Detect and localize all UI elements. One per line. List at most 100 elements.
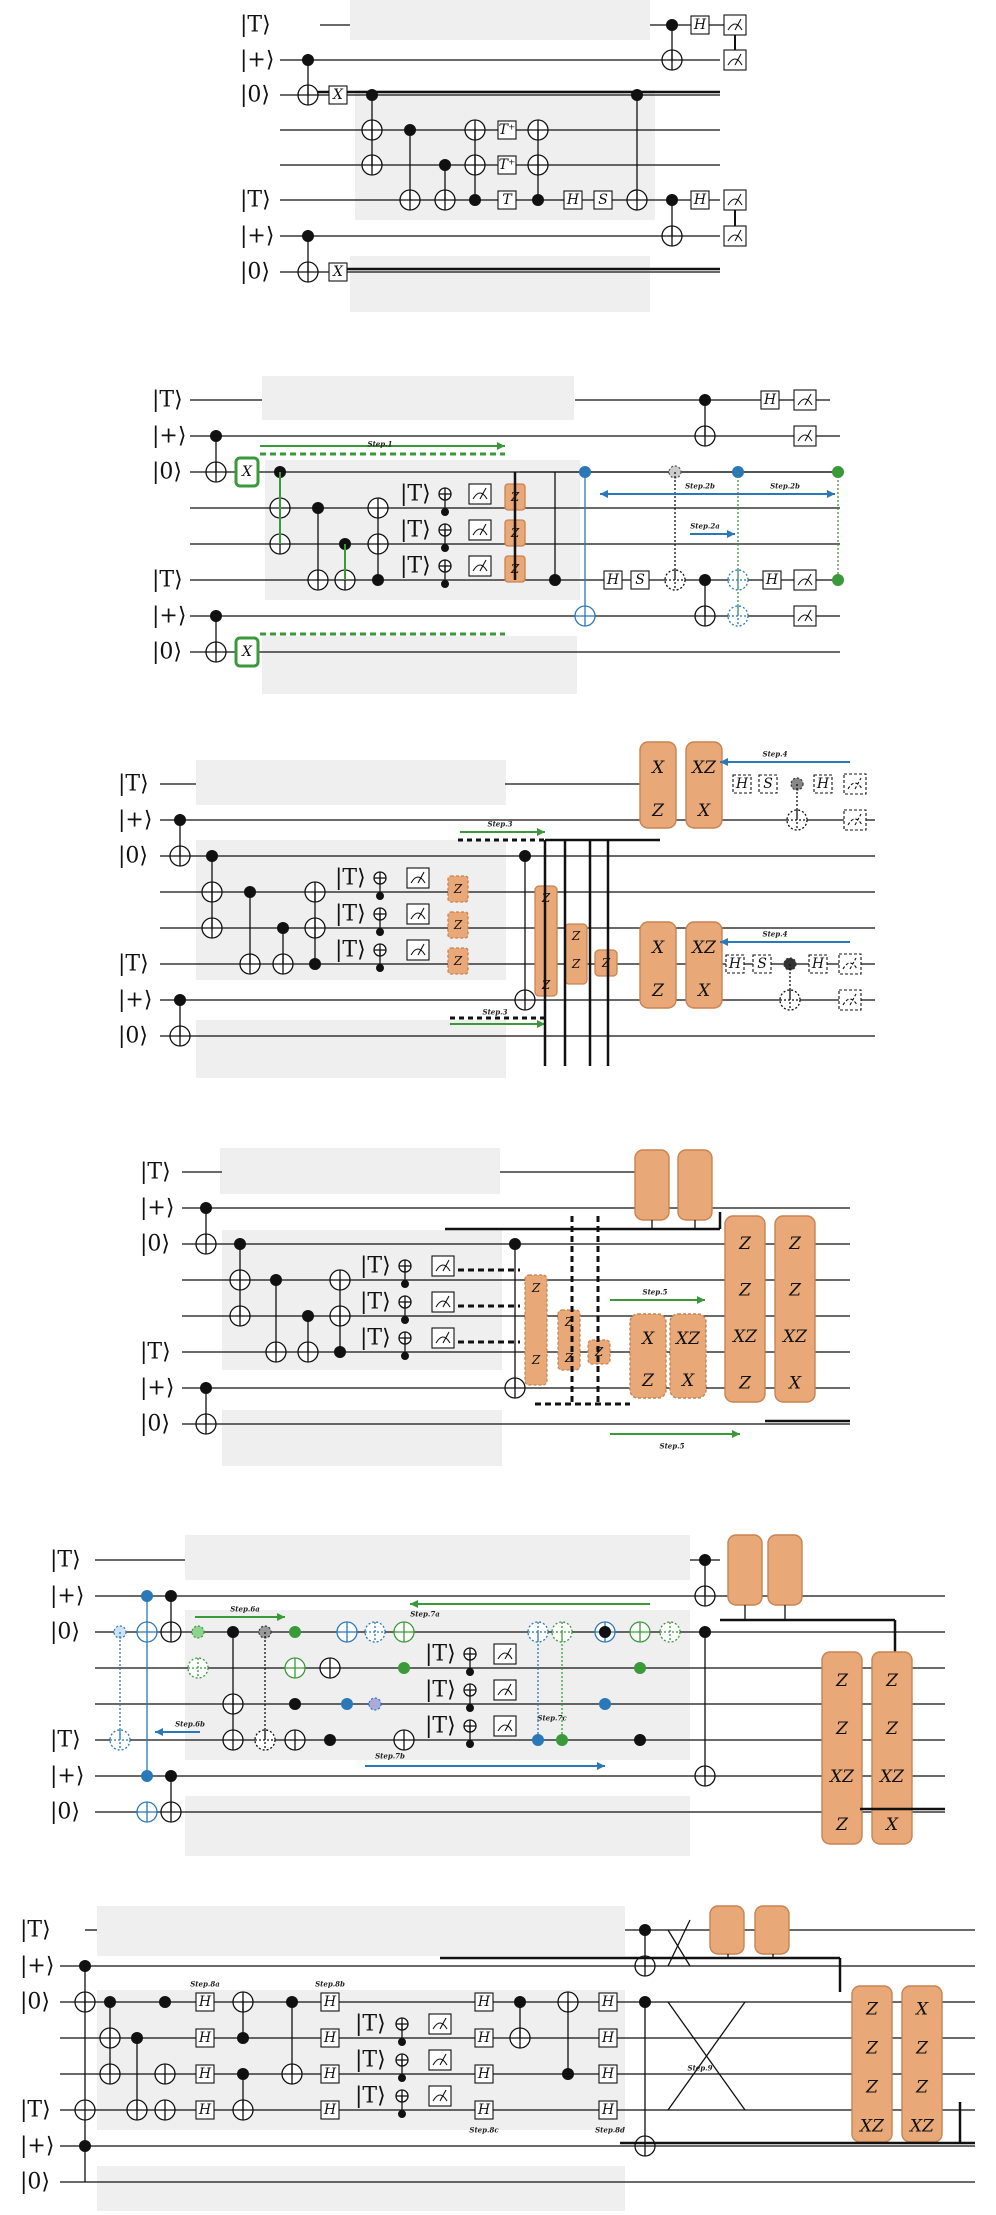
gate-box bbox=[320, 2064, 340, 2084]
measure-icon bbox=[472, 528, 488, 536]
measure-needle bbox=[854, 777, 862, 790]
gate-label: T⁺ bbox=[499, 122, 516, 138]
arrow-head bbox=[720, 938, 728, 946]
pauli-label: Z bbox=[835, 1719, 849, 1739]
gate-box bbox=[813, 774, 833, 794]
ket-label: |T⟩ bbox=[400, 554, 431, 579]
pauli-label: Z bbox=[835, 1671, 849, 1691]
control-dot bbox=[532, 1734, 544, 1746]
control-dot bbox=[401, 1352, 409, 1360]
measure-needle bbox=[442, 1295, 450, 1308]
gate-label: H bbox=[601, 2102, 615, 2118]
measure-needle bbox=[849, 993, 857, 1006]
shaded-region bbox=[262, 636, 577, 694]
ket-label: |T⟩ bbox=[360, 1254, 391, 1279]
gate-label: H bbox=[198, 1994, 212, 2010]
pauli-label: Z bbox=[601, 956, 611, 970]
measure-icon bbox=[435, 1336, 451, 1344]
step-label: Step.2a bbox=[690, 522, 720, 531]
ket-label: |0⟩ bbox=[140, 1412, 170, 1437]
pauli-label: Z bbox=[641, 1371, 655, 1391]
control-dot bbox=[398, 2074, 406, 2082]
shaded-region bbox=[262, 376, 574, 420]
shaded-region bbox=[222, 1410, 502, 1466]
measure-icon bbox=[847, 818, 863, 826]
measure-needle bbox=[804, 429, 812, 442]
ket-label: |T⟩ bbox=[400, 482, 431, 507]
pauli-label: XZ bbox=[674, 1329, 701, 1349]
measure-needle bbox=[417, 943, 425, 956]
control-dot bbox=[441, 580, 449, 588]
ket-label: |+⟩ bbox=[140, 1196, 174, 1221]
pauli-frame-box bbox=[774, 1215, 816, 1403]
gate-label: H bbox=[811, 956, 825, 972]
control-dot bbox=[832, 574, 844, 586]
arrow-head bbox=[732, 1430, 740, 1438]
gate-label: H bbox=[323, 2030, 337, 2046]
ket-label: |T⟩ bbox=[335, 938, 366, 963]
pauli-label: Z bbox=[885, 1719, 899, 1739]
gate-label: H bbox=[477, 2030, 491, 2046]
measure-needle bbox=[442, 1259, 450, 1272]
pauli-label: Z bbox=[788, 1280, 802, 1300]
step-label: Step.3 bbox=[488, 820, 513, 829]
gate-box bbox=[328, 85, 348, 105]
measure-icon bbox=[727, 58, 743, 66]
ket-label: |0⟩ bbox=[50, 1800, 80, 1825]
arrow-head bbox=[720, 758, 728, 766]
measure-icon bbox=[410, 948, 426, 956]
measure-icon bbox=[410, 912, 426, 920]
pauli-label: Z bbox=[738, 1280, 752, 1300]
control-dot bbox=[401, 1280, 409, 1288]
gate-box bbox=[474, 2028, 494, 2048]
pauli-label: Z bbox=[453, 882, 463, 896]
pauli-frame-box bbox=[677, 1149, 713, 1221]
ket-label: |T⟩ bbox=[355, 2012, 386, 2037]
pauli-frame-box bbox=[727, 1534, 763, 1606]
step-label: Step.7b bbox=[375, 1752, 405, 1761]
gate-label: H bbox=[198, 2066, 212, 2082]
pauli-frame-box bbox=[821, 1651, 863, 1845]
step-label: Step.7c bbox=[537, 1714, 567, 1723]
measure-box bbox=[428, 2013, 452, 2035]
pauli-frame-box bbox=[685, 921, 723, 1009]
pauli-frame-box bbox=[639, 741, 677, 829]
pauli-frame-box bbox=[709, 1905, 745, 1955]
measure-icon bbox=[797, 614, 813, 622]
gate-label: X bbox=[332, 264, 344, 280]
pauli-label: Z bbox=[865, 1999, 879, 2019]
step-label: Step.8b bbox=[315, 1980, 345, 1989]
gate-box bbox=[320, 2100, 340, 2120]
gate-box bbox=[474, 2064, 494, 2084]
ket-label: |T⟩ bbox=[335, 902, 366, 927]
gate-label: H bbox=[198, 2030, 212, 2046]
shaded-region bbox=[185, 1535, 690, 1580]
arrow-head bbox=[537, 828, 545, 836]
measure-icon bbox=[797, 398, 813, 406]
step-label: Step.4 bbox=[763, 930, 788, 939]
arrow-head bbox=[155, 1728, 163, 1736]
shaded-region bbox=[97, 2166, 625, 2212]
gate-box bbox=[808, 954, 828, 974]
step-label: Step.4 bbox=[763, 750, 788, 759]
ket-label: |T⟩ bbox=[118, 772, 149, 797]
control-dot bbox=[398, 1662, 410, 1674]
pauli-label: Z bbox=[835, 1815, 849, 1835]
pauli-frame-box bbox=[524, 1274, 548, 1386]
measure-needle bbox=[504, 1683, 512, 1696]
pauli-label: XZ bbox=[828, 1767, 855, 1787]
ket-label: |T⟩ bbox=[335, 866, 366, 891]
measure-icon bbox=[727, 23, 743, 31]
shaded-region bbox=[350, 0, 650, 40]
gate-label: X bbox=[332, 87, 344, 103]
ket-label: |T⟩ bbox=[425, 1714, 456, 1739]
ket-label: |T⟩ bbox=[240, 13, 271, 38]
ket-label: |T⟩ bbox=[240, 188, 271, 213]
pauli-label: Z bbox=[865, 2077, 879, 2097]
gate-label: H bbox=[816, 776, 830, 792]
measure-box bbox=[493, 1715, 517, 1737]
measure-needle bbox=[479, 523, 487, 536]
pauli-label: XZ bbox=[690, 938, 717, 958]
pauli-frame-box bbox=[447, 911, 469, 939]
highlight-gate bbox=[234, 636, 260, 668]
